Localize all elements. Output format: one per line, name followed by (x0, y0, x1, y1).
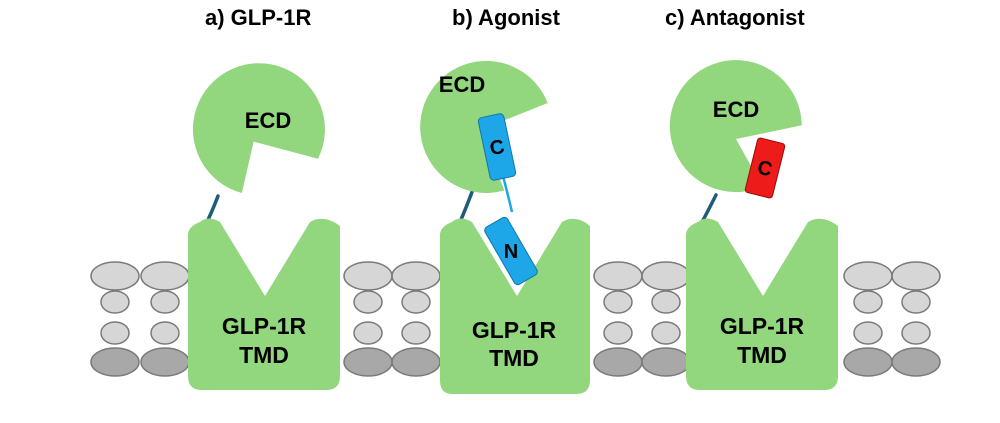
panel-b-peptide-n-label: N (504, 241, 518, 263)
panel-c-tmd (686, 218, 838, 390)
panel-b-peptide-linker (501, 175, 514, 213)
panel-b-tmd-line1: GLP-1R (472, 317, 557, 343)
panel-b-peptide-n: N (484, 216, 538, 286)
panel-a-title: a) GLP-1R (205, 5, 311, 30)
panel-b-tmd-line2: TMD (489, 345, 539, 371)
panel-c-peptide-c-label: C (755, 157, 774, 182)
panel-b-title: b) Agonist (452, 5, 561, 30)
panel-c-tmd-line2: TMD (737, 342, 787, 368)
panel-b-peptide-c-label: C (488, 136, 507, 161)
lipid-segment-ab (343, 261, 441, 377)
lipid-segment-left (90, 261, 190, 377)
panel-b-ecd-label: ECD (439, 72, 485, 97)
panel-a-ecd-label: ECD (245, 108, 291, 133)
lipid-segment-bc (593, 261, 691, 377)
panel-a-ecd (192, 63, 325, 193)
panel-a-tmd-line1: GLP-1R (222, 313, 307, 339)
panel-c-ecd (669, 60, 802, 193)
panel-a-tmd (188, 218, 340, 390)
panel-b-linker (458, 190, 474, 224)
panel-c-tmd-line1: GLP-1R (720, 313, 805, 339)
panel-b-tmd (440, 218, 590, 394)
panel-c-title: c) Antagonist (665, 5, 805, 30)
panel-b-peptide-c: C (477, 113, 517, 181)
lipid-bilayer (90, 261, 941, 377)
panel-c: c) Antagonist ECD C GLP-1R TMD (665, 5, 838, 390)
panel-a: a) GLP-1R ECD GLP-1R TMD (188, 5, 340, 390)
panel-c-ecd-label: ECD (713, 97, 759, 122)
panel-a-tmd-line2: TMD (239, 342, 289, 368)
panel-c-peptide-c: C (744, 137, 786, 199)
panel-b: b) Agonist ECD GLP-1R TMD C N (420, 5, 590, 394)
lipid-segment-right (843, 261, 941, 377)
